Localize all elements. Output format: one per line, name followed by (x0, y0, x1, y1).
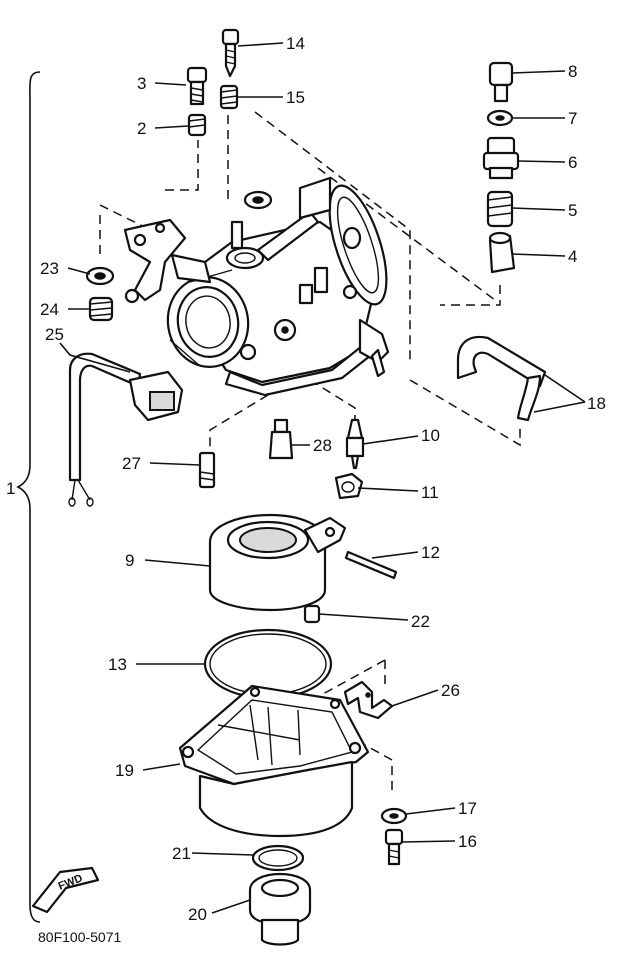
float-pin (344, 550, 398, 580)
needle-valve-seat (268, 418, 294, 460)
callout-28: 28 (313, 436, 332, 455)
wire-lead-25 (68, 352, 184, 507)
callout-12: 12 (421, 543, 440, 562)
figure-code: 80F100-5071 (38, 929, 122, 945)
callout-17: 17 (458, 799, 477, 818)
needle-clip (334, 472, 364, 500)
callout-9: 9 (125, 551, 134, 570)
callout-27: 27 (122, 454, 141, 473)
callout-20: 20 (188, 905, 207, 924)
callout-10: 10 (421, 426, 440, 445)
callout-19: 19 (115, 761, 134, 780)
callout-5: 5 (568, 201, 577, 220)
starter-plunger-spring (486, 190, 514, 228)
needle-valve (345, 418, 365, 470)
callout-25: 25 (45, 325, 64, 344)
float-chamber-screw (303, 604, 321, 624)
callout-labels: 14 3 15 2 8 7 6 5 4 23 24 25 18 28 10 27… (6, 34, 606, 924)
callout-3: 3 (137, 74, 146, 93)
callout-21: 21 (172, 844, 191, 863)
drain-plug (248, 872, 312, 946)
callout-22: 22 (411, 612, 430, 631)
pilot-screw (221, 28, 240, 78)
callout-11: 11 (421, 483, 439, 502)
idle-screw (186, 66, 208, 106)
float-chamber (178, 684, 370, 838)
drain-hose (456, 335, 547, 422)
callout-18: 18 (587, 394, 606, 413)
starter-plunger-cap (488, 61, 514, 103)
starter-plunger-nut (482, 136, 520, 180)
callout-6: 6 (568, 153, 577, 172)
idle-screw-spring (187, 113, 207, 137)
callout-16: 16 (458, 832, 477, 851)
callout-2: 2 (137, 119, 146, 138)
starter-plunger (488, 231, 516, 274)
pilot-jet (198, 451, 216, 489)
carburetor-body (123, 176, 390, 397)
assembly-bracket (16, 71, 41, 923)
callout-23: 23 (40, 259, 59, 278)
drain-screw (384, 828, 404, 866)
washer-17 (380, 807, 408, 825)
spring-24 (88, 296, 114, 322)
callout-14: 14 (286, 34, 305, 53)
callout-26: 26 (441, 681, 460, 700)
leader-lines (59, 42, 586, 914)
callout-13: 13 (108, 655, 127, 674)
hose-bracket (343, 680, 394, 720)
callout-7: 7 (568, 109, 577, 128)
callout-15: 15 (286, 88, 305, 107)
float (208, 513, 347, 612)
forward-direction-badge: FWD (31, 866, 100, 914)
washer-23 (85, 266, 115, 286)
callout-4: 4 (568, 247, 577, 266)
washer (486, 109, 514, 127)
pilot-screw-spring (219, 84, 239, 110)
callout-24: 24 (40, 300, 59, 319)
callout-1: 1 (6, 479, 15, 498)
callout-8: 8 (568, 62, 577, 81)
